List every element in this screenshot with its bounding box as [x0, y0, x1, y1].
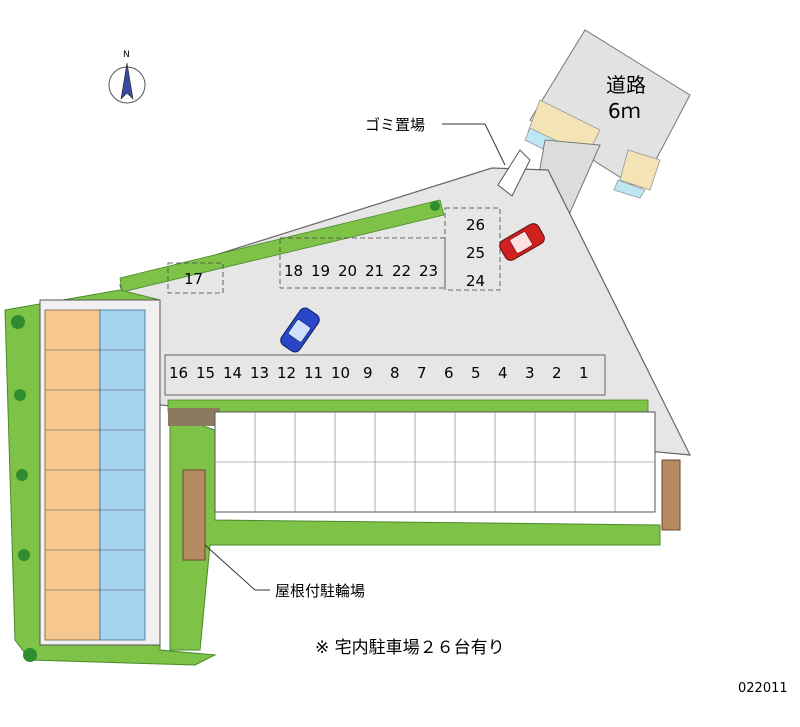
stall-15: 15: [196, 364, 215, 382]
garbage-area: [497, 149, 531, 197]
stall-6: 6: [444, 364, 454, 382]
bicycle-parking-left: [182, 469, 206, 561]
bicycle-parking-right: [661, 459, 681, 531]
top-green-strip: [119, 199, 445, 293]
stall-14: 14: [223, 364, 242, 382]
stall-1: 1: [579, 364, 589, 382]
stall-8: 8: [390, 364, 400, 382]
stall-19: 19: [311, 262, 330, 280]
hedge-strip: [167, 399, 649, 413]
bottom-row-numbers: 16 15 14 13 12 11 10 9 8 7 6 5 4 3 2 1: [169, 364, 589, 382]
bicycle-leader: [204, 544, 256, 591]
bottom-building: [214, 411, 656, 513]
hatched-area: [168, 408, 220, 426]
stall-13: 13: [250, 364, 269, 382]
stall-4: 4: [498, 364, 508, 382]
map-code: 022011: [738, 681, 788, 696]
stall-24: 24: [466, 272, 485, 290]
stall-20: 20: [338, 262, 357, 280]
stall-12: 12: [277, 364, 296, 382]
stall-25: 25: [466, 244, 485, 262]
north-label: N: [123, 50, 130, 60]
north-arrow-icon: N: [108, 50, 146, 104]
stall-16: 16: [169, 364, 188, 382]
stall-21: 21: [365, 262, 384, 280]
stall-10: 10: [331, 364, 350, 382]
stall-26: 26: [466, 216, 485, 234]
stall-22: 22: [392, 262, 411, 280]
stall-11: 11: [304, 364, 323, 382]
road-area: 道路 6ｍ: [524, 29, 691, 199]
stall-9: 9: [363, 364, 373, 382]
stall-23: 23: [419, 262, 438, 280]
red-car: [499, 223, 545, 261]
stall-18: 18: [284, 262, 303, 280]
stall-2: 2: [552, 364, 562, 382]
stall-17: 17: [184, 270, 203, 288]
stall-5: 5: [471, 364, 481, 382]
blue-car: [280, 307, 320, 353]
left-building: [39, 299, 161, 646]
garbage-label: ゴミ置場: [365, 116, 425, 134]
bicycle-label: 屋根付駐輪場: [275, 582, 365, 600]
stall-7: 7: [417, 364, 427, 382]
parking-stalls: [164, 207, 606, 396]
road-width: 6ｍ: [608, 99, 641, 123]
footnote: ※ 宅内駐車場２６台有り: [315, 638, 505, 658]
top-row-numbers: 18 19 20 21 22 23: [284, 262, 438, 280]
tree-icon: [430, 201, 440, 211]
right-column-numbers: 26 25 24: [466, 216, 485, 290]
road-name: 道路: [606, 73, 646, 97]
stall-3: 3: [525, 364, 535, 382]
